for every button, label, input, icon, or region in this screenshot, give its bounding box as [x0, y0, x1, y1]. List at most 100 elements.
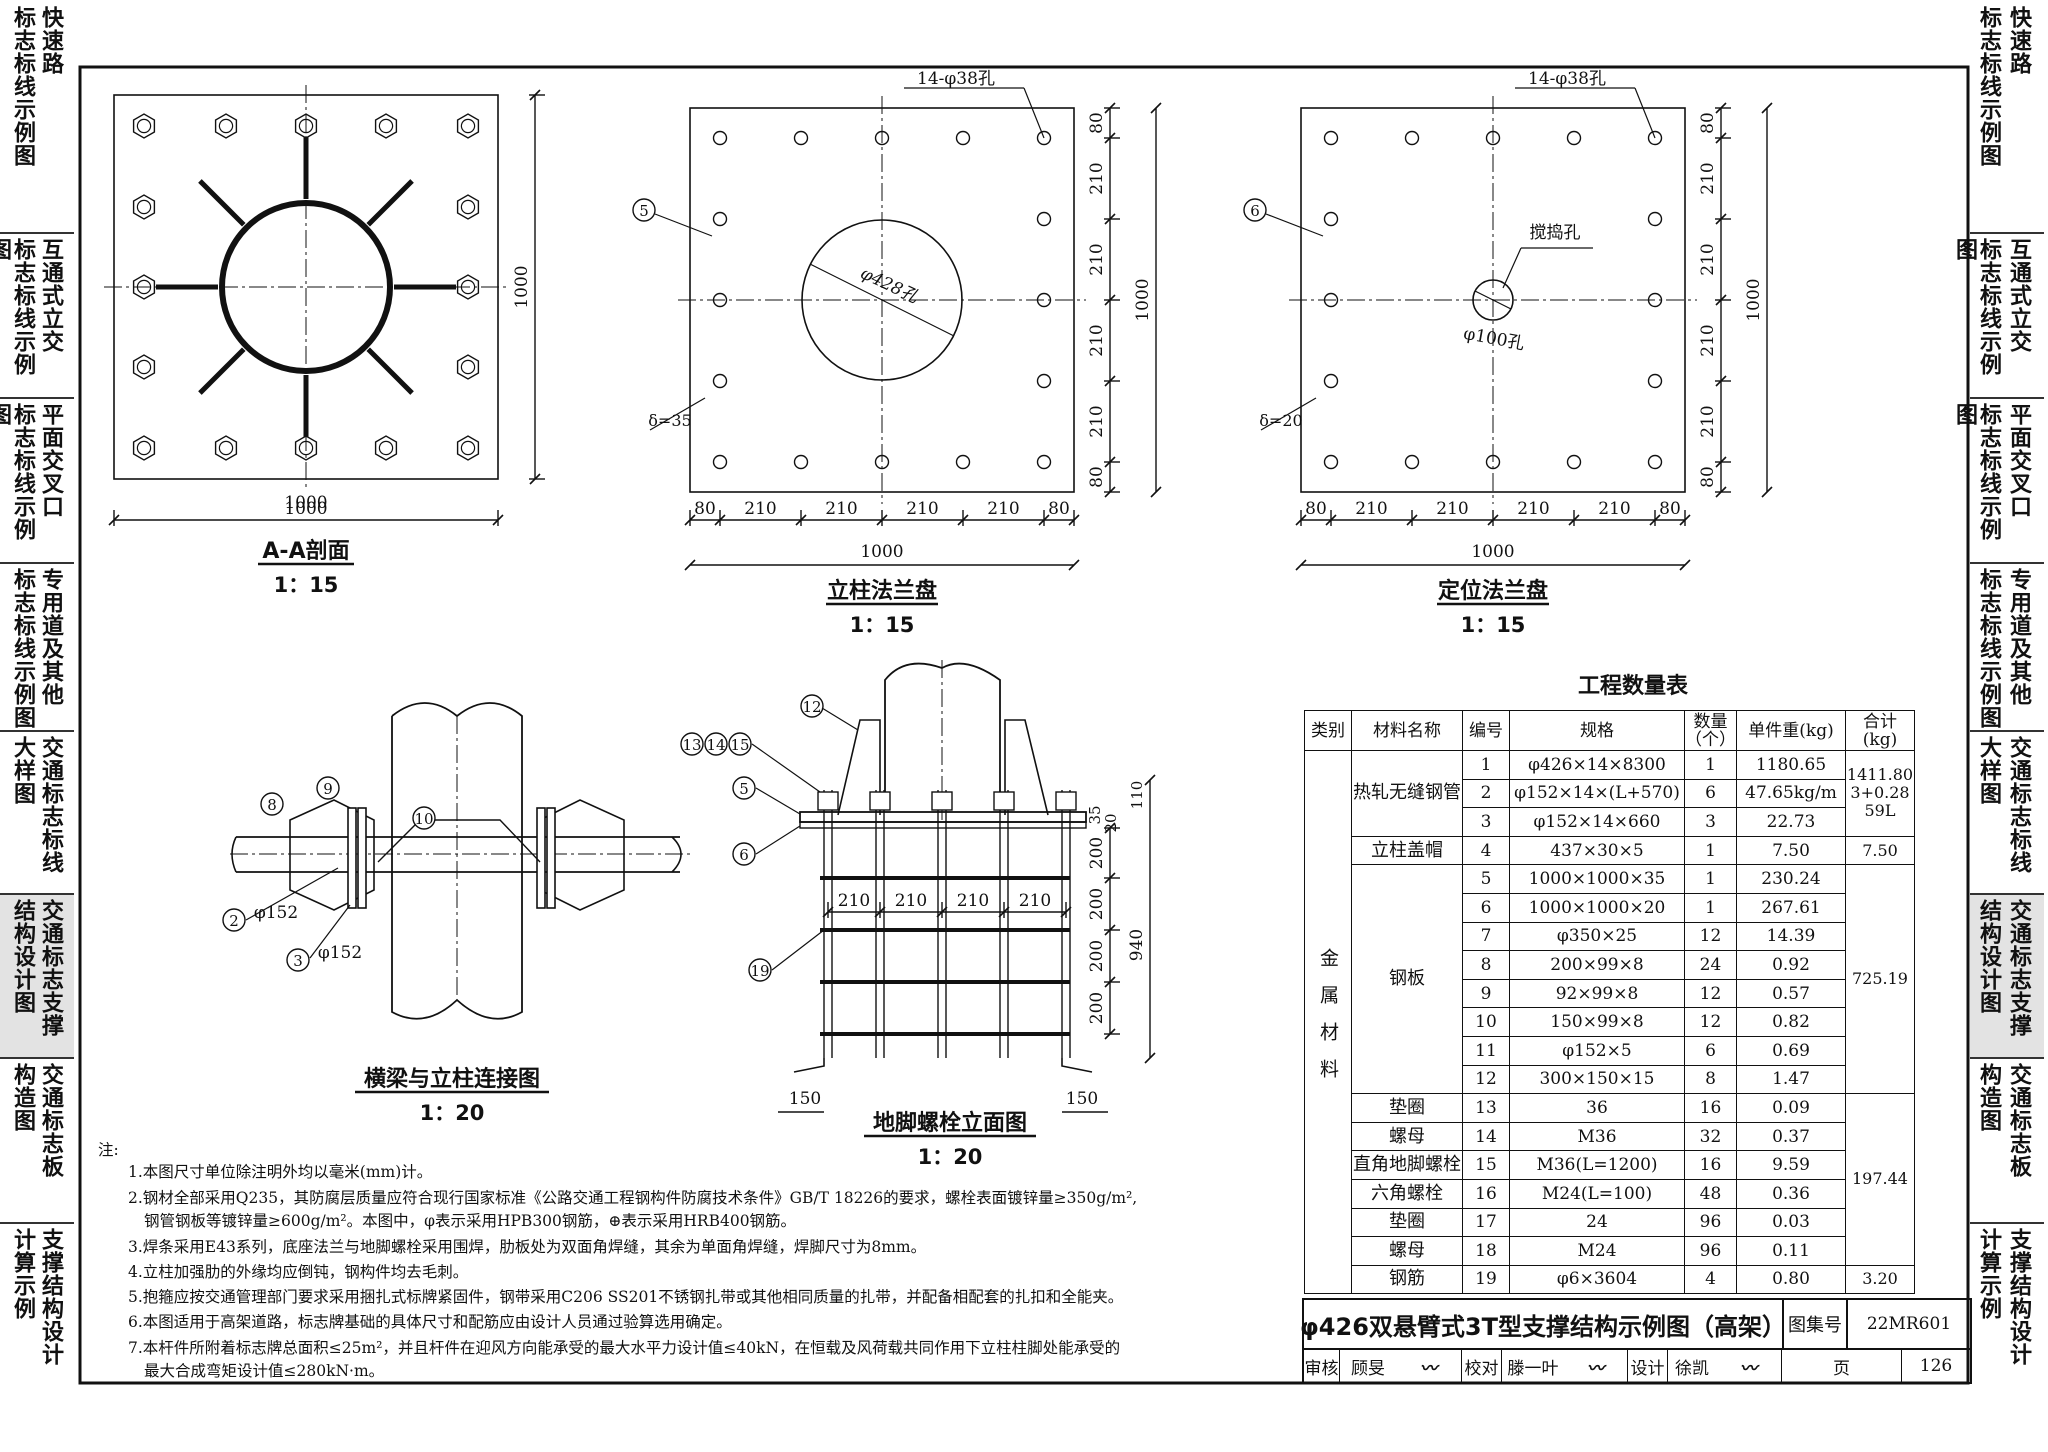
quantity-table-title: 工程数量表 — [1578, 674, 1689, 699]
number-cell: 11 — [1462, 1035, 1510, 1066]
right-tab-8[interactable]: 计算示例支撑结构设计 — [1970, 1222, 2044, 1388]
right-tab-7[interactable]: 构造图交通标志板 — [1970, 1057, 2044, 1222]
aa-hex-nut-icon-hole — [298, 440, 314, 456]
aa-hex-nut-icon-hole — [136, 440, 152, 456]
column_flange-total-tick — [684, 559, 696, 571]
beam-callout-10-label: 10 — [414, 810, 433, 828]
aa-hex-nut-icon — [456, 113, 480, 139]
review-label: 审核 — [1304, 1350, 1340, 1382]
left-tab-7[interactable]: 构造图交通标志板 — [0, 1057, 74, 1222]
anchor-h-dim-label: 210 — [957, 891, 989, 911]
right-tab-label-a: 标志标线示例图 — [1952, 238, 2001, 376]
table-header-row: 类别材料名称编号规格数量（个）单件重(kg)合计(kg) — [1304, 710, 1915, 751]
table-header-cell: 类别 — [1304, 710, 1352, 751]
column_flange-bolt-hole — [874, 130, 890, 146]
left-tab-6[interactable]: 结构设计图交通标志支撑 — [0, 893, 74, 1057]
spec-cell: φ426×14×8300 — [1509, 750, 1685, 780]
check-label: 校对 — [1462, 1350, 1502, 1382]
aa-hex-nut-icon-hole — [460, 118, 476, 134]
spec-cell: 437×30×5 — [1509, 835, 1685, 866]
anchor-leader — [821, 707, 859, 731]
locating-flange-plate — [799, 821, 1087, 829]
left-tab-label-b: 平面交叉口 — [38, 403, 63, 518]
unit-weight-cell: 9.59 — [1736, 1150, 1846, 1180]
column_flange-hole-leader — [1023, 87, 1045, 139]
column_flange-center-diag — [809, 263, 955, 337]
locating_flange-bolt-hole — [1566, 454, 1582, 470]
checker-signature: 〰 — [1564, 1350, 1628, 1382]
right-tab-1[interactable]: 标志标线示例图快速路 — [1970, 0, 2044, 232]
column_flange-bolt-hole — [874, 454, 890, 470]
left-tab-1[interactable]: 标志标线示例图快速路 — [0, 0, 74, 232]
unit-weight-cell: 0.80 — [1736, 1264, 1846, 1295]
locating_flange-total-v-label: 1000 — [1744, 278, 1764, 321]
locating_flange-bolt-hole — [1404, 130, 1420, 146]
column_flange-total-label: 1000 — [860, 542, 903, 562]
spec-cell: M36(L=1200) — [1509, 1150, 1685, 1180]
column_flange-bolt-hole — [1036, 454, 1052, 470]
anchor-h-dim-label: 210 — [895, 891, 927, 911]
right-tab-6[interactable]: 结构设计图交通标志支撑 — [1970, 893, 2044, 1057]
designer-signature: 〰 — [1716, 1350, 1782, 1382]
left-tab-4[interactable]: 标志标线示例图专用道及其他 — [0, 562, 74, 730]
number-cell: 18 — [1462, 1236, 1510, 1266]
qty-cell: 96 — [1684, 1207, 1737, 1238]
signature-row: 审核 顾旻 〰 校对 滕一叶 〰 设计 徐凯 〰 页 126 — [1302, 1350, 1972, 1384]
locating_flange-bolt-hole — [1485, 130, 1501, 146]
total-weight-cell: 1411.803+0.2859L — [1845, 750, 1915, 837]
base-flange-plate — [799, 811, 1087, 823]
locating_flange-v-dim-label: 80 — [1698, 466, 1718, 488]
aa-stiffener-rib — [198, 179, 246, 227]
unit-weight-cell: 1.47 — [1736, 1064, 1846, 1095]
number-cell: 12 — [1462, 1064, 1510, 1095]
aa-hex-nut-icon — [374, 113, 398, 139]
anchor-leader — [755, 787, 801, 815]
left-tab-separator — [0, 730, 74, 732]
spec-cell: φ6×3604 — [1509, 1264, 1685, 1295]
locating_flange-total-label: 1000 — [1471, 542, 1514, 562]
column_flange-bolt-hole — [1036, 130, 1052, 146]
right-tab-3[interactable]: 标志标线示例图平面交叉口 — [1952, 397, 2044, 562]
left-tab-label-a: 构造图 — [10, 1063, 35, 1132]
unit-weight-cell: 22.73 — [1736, 807, 1846, 837]
locating_flange-h-dim-label: 210 — [1598, 499, 1630, 519]
flange-ring — [536, 807, 546, 909]
right-tab-separator — [1970, 730, 2044, 732]
aa-hex-nut-icon-hole — [378, 118, 394, 134]
locating_flange-callout-leader — [1265, 213, 1324, 237]
qty-cell: 16 — [1684, 1150, 1737, 1180]
category-cell: 金属材料 — [1304, 749, 1352, 1295]
spec-cell: M24 — [1509, 1236, 1685, 1266]
left-tab-5[interactable]: 大样图交通标志标线 — [0, 730, 74, 893]
locating_flange-bolt-hole — [1485, 454, 1501, 470]
right-tab-separator — [1970, 562, 2044, 564]
table-header-cell: 合计(kg) — [1845, 710, 1915, 751]
qty-cell: 1 — [1684, 750, 1737, 780]
locating_flange-hole-label: 14-φ38孔 — [1528, 69, 1606, 89]
column_flange-title: 立柱法兰盘 — [827, 578, 937, 604]
right-tab-label-b: 快速路 — [2006, 6, 2031, 75]
beam-leader — [245, 867, 339, 921]
locating_flange-title: 定位法兰盘 — [1438, 578, 1548, 604]
unit-weight-cell: 47.65kg/m — [1736, 778, 1846, 809]
aa-hex-nut-icon-hole — [218, 440, 234, 456]
right-tab-label-b: 平面交叉口 — [2006, 403, 2031, 518]
left-tab-8[interactable]: 计算示例支撑结构设计 — [0, 1222, 74, 1388]
aa-scale: 1：15 — [274, 573, 339, 597]
anchor-nut-icon — [931, 791, 953, 811]
note-line: 最大合成弯矩设计值≤280kN·m。 — [144, 1362, 385, 1380]
right-tab-4[interactable]: 标志标线示例图专用道及其他 — [1970, 562, 2044, 730]
locating_flange-callout-label: 6 — [1250, 202, 1260, 220]
right-tab-5[interactable]: 大样图交通标志标线 — [1970, 730, 2044, 893]
locating_flange-scale: 1：15 — [1461, 613, 1526, 637]
left-tab-label-a: 大样图 — [10, 736, 35, 805]
connection-plate-left — [289, 799, 375, 911]
locating_flange-center-hole — [1472, 279, 1514, 321]
right-tab-2[interactable]: 标志标线示例图互通式立交 — [1952, 232, 2044, 397]
spec-cell: 1000×1000×20 — [1509, 892, 1685, 923]
